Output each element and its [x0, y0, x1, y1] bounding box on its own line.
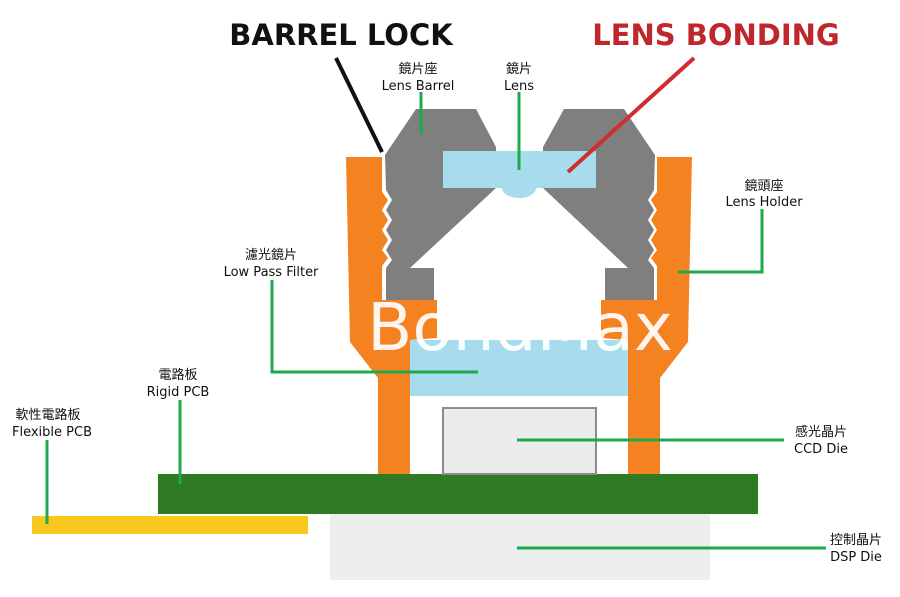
label-ccd-die-en: CCD Die — [794, 442, 848, 457]
lens-holder-right — [601, 157, 692, 474]
label-ccd-die-zh: 感光晶片 — [795, 424, 847, 440]
bondmax-watermark: BondMax — [367, 289, 673, 366]
lens-barrel-left — [385, 109, 496, 300]
label-rigid-pcb-en: Rigid PCB — [147, 385, 210, 400]
low-pass-filter — [410, 340, 628, 396]
label-lens-en: Lens — [504, 79, 534, 94]
lens-holder-left — [346, 157, 437, 474]
barrel-lock-heading: BARREL LOCK — [229, 18, 454, 52]
label-lens-barrel-zh: 鏡片座 — [398, 62, 437, 77]
barrel-lock-pointer — [334, 57, 384, 153]
label-lens-holder-zh: 鏡頭座 — [744, 179, 783, 194]
label-flexible-pcb-en: Flexible PCB — [12, 425, 92, 440]
leader-low-pass-filter — [270, 280, 478, 374]
leader-lines — [45, 92, 826, 550]
label-flexible-pcb-zh: 軟性電路板 — [15, 407, 80, 423]
flexible-pcb — [32, 516, 308, 534]
label-dsp-die-en: DSP Die — [830, 550, 882, 565]
label-dsp-die-zh: 控制晶片 — [830, 533, 882, 548]
lens-barrel-right — [543, 109, 655, 300]
label-rigid-pcb-zh: 電路板 — [158, 367, 197, 383]
lens-bulge — [502, 178, 536, 198]
leader-lens-holder — [678, 209, 764, 274]
label-lens-holder-en: Lens Holder — [725, 195, 803, 210]
lens-bonding-heading: LENS BONDING — [592, 18, 840, 52]
rigid-pcb — [158, 474, 758, 514]
label-lens-barrel-en: Lens Barrel — [382, 79, 455, 94]
label-low-pass-filter-zh: 濾光鏡片 — [245, 248, 297, 263]
lens-bonding-pointer — [566, 56, 696, 174]
label-lens-zh: 鏡片 — [506, 62, 532, 77]
label-low-pass-filter-en: Low Pass Filter — [224, 265, 319, 280]
dsp-die — [330, 512, 710, 580]
